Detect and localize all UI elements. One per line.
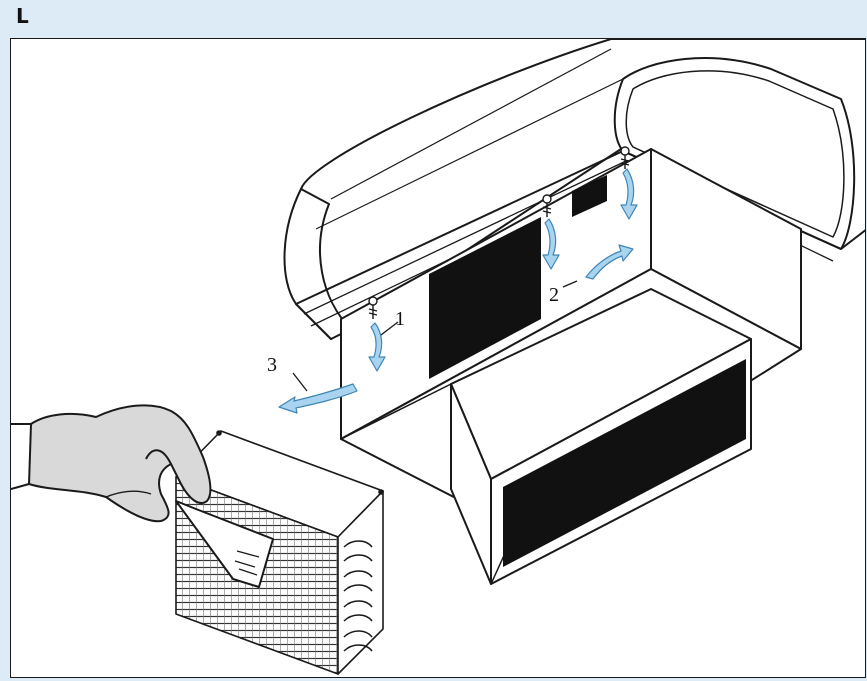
section-letter: L <box>16 4 29 28</box>
screw-icon-1 <box>368 296 378 319</box>
arrow-down-1 <box>368 322 386 372</box>
upper-grille <box>429 217 541 379</box>
arrow-down-3 <box>620 168 638 220</box>
cabinet-right-end <box>613 57 856 250</box>
arrow-pull-3 <box>278 383 358 414</box>
lower-grille <box>503 359 746 567</box>
screw-icon-3 <box>620 146 630 169</box>
arrows <box>278 168 638 414</box>
leader-lines <box>292 280 578 392</box>
display-cabinet <box>283 39 865 340</box>
illustration: 1 2 3 <box>11 39 865 675</box>
section-header: L <box>0 0 867 32</box>
arrow-down-2 <box>542 218 560 270</box>
gloved-hand <box>11 404 274 588</box>
vent-slot <box>572 175 607 217</box>
arrow-slide-2 <box>585 244 634 280</box>
callout-3: 3 <box>267 354 277 376</box>
figure-frame: 1 2 3 <box>10 38 866 678</box>
screw-icon-2 <box>542 194 552 217</box>
callout-1: 1 <box>395 308 405 330</box>
callout-2: 2 <box>549 284 559 306</box>
